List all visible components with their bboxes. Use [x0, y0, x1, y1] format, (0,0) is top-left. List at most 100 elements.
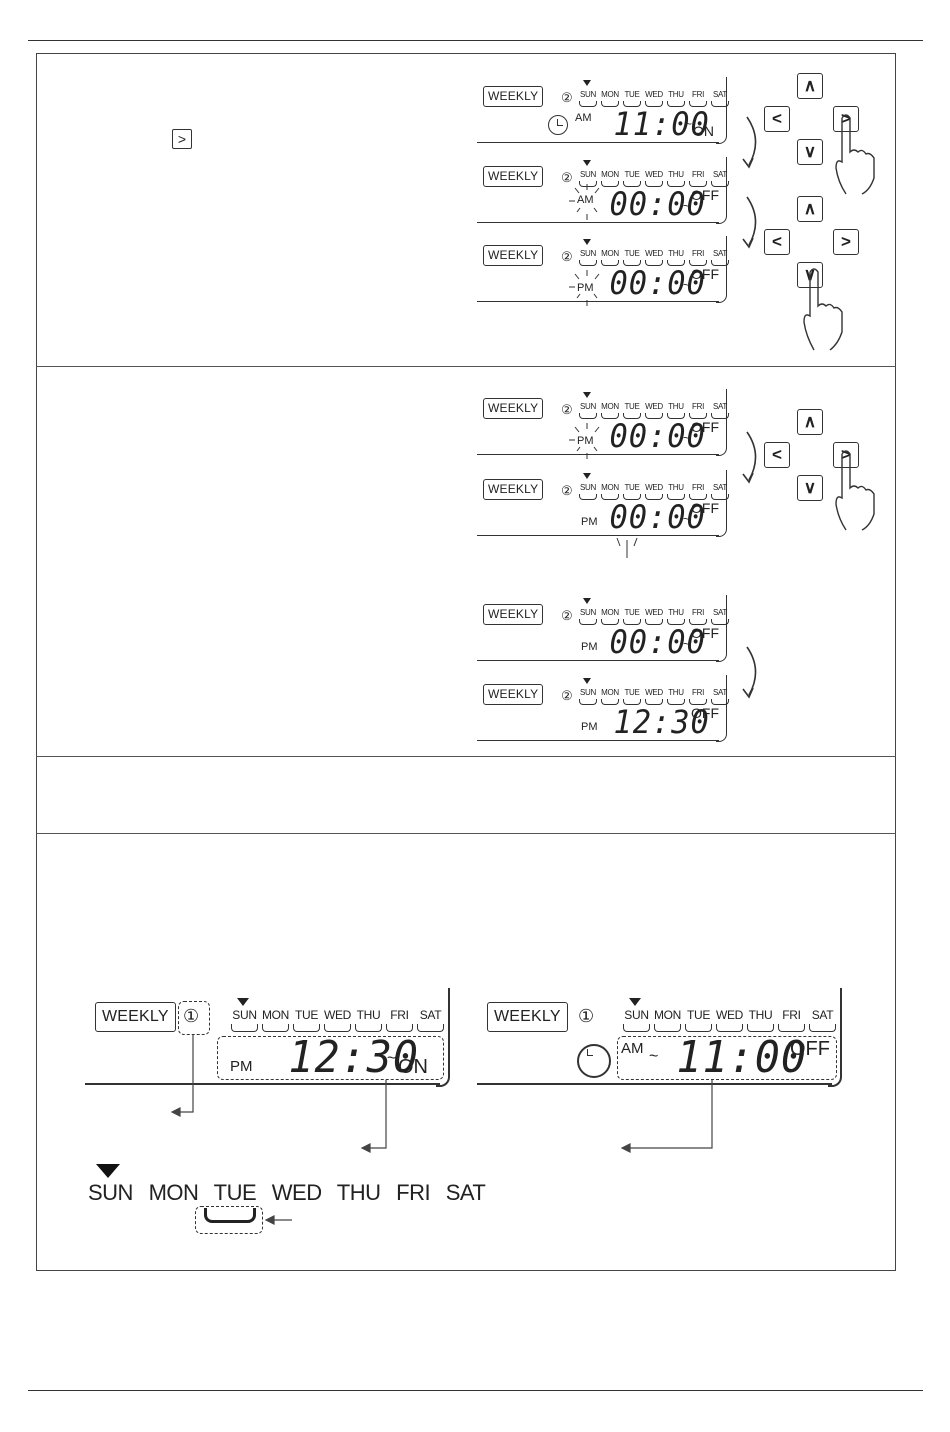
program-number: ② — [561, 90, 573, 105]
program-number: ② — [561, 249, 573, 264]
tilde-mark: ~ — [683, 199, 691, 213]
day-label: SAT — [712, 170, 728, 179]
lcd-panel-1: WEEKLY ② SUN MON TUE WED THU FRI SAT AM … — [477, 77, 729, 144]
time-display: 00:00 — [609, 264, 706, 302]
day-label: SAT — [712, 90, 728, 99]
day-label: SUN — [580, 688, 596, 697]
time-highlight — [217, 1036, 444, 1080]
on-off-indicator: OFF — [691, 187, 719, 203]
time-display: 00:00 — [609, 498, 706, 536]
program-highlight — [178, 1001, 210, 1035]
clock-icon — [577, 1044, 611, 1078]
day-label: MON — [601, 249, 619, 258]
pointing-hand-icon — [835, 450, 875, 531]
day-label: THU — [356, 1008, 381, 1022]
day-row: SUN MON TUE WED THU FRI SAT — [577, 90, 731, 107]
time-display: 11:00 — [613, 105, 710, 143]
day-label: THU — [336, 1180, 381, 1205]
day-label: MON — [601, 608, 619, 617]
weekly-label: WEEKLY — [483, 398, 544, 419]
lcd-panel-2: WEEKLY ② SUN MON TUE WED THU FRI SAT AM … — [477, 157, 729, 224]
tilde-mark: ~ — [649, 1048, 659, 1065]
day-brace-highlight — [195, 1206, 263, 1234]
on-off-indicator: OFF — [691, 419, 719, 435]
weekly-label: WEEKLY — [95, 1002, 176, 1032]
left-key: < — [764, 442, 790, 468]
ampm-indicator: AM — [621, 1040, 644, 1057]
day-label: FRI — [692, 170, 704, 179]
day-label: TUE — [294, 1008, 319, 1022]
tilde-mark: ~ — [387, 1050, 397, 1067]
pointing-hand-icon — [803, 268, 843, 351]
day-label: TUE — [624, 170, 640, 179]
right-key: > — [833, 442, 859, 468]
day-label: WED — [271, 1180, 322, 1205]
day-brace-icon — [204, 1208, 256, 1223]
ampm-indicator: PM — [581, 721, 598, 733]
right-arrow-icon: > — [841, 445, 851, 464]
day-label: SUN — [580, 170, 596, 179]
day-label: THU — [668, 90, 684, 99]
blink-indicator-icon — [616, 537, 638, 558]
left-key: < — [764, 229, 790, 255]
right-arrow-icon: > — [841, 109, 851, 128]
weekly-label: WEEKLY — [487, 1002, 568, 1032]
left-arrow-icon: < — [772, 109, 782, 128]
clock-icon — [548, 115, 568, 135]
day-row: SUN MON TUE WED THU FRI SAT — [577, 608, 731, 625]
curved-arrow-icon — [742, 196, 757, 249]
day-label: MON — [601, 402, 619, 411]
left-key: < — [764, 106, 790, 132]
day-pointer-icon — [583, 239, 591, 245]
day-label: MON — [601, 483, 619, 492]
day-label: WED — [323, 1008, 352, 1022]
day-label: FRI — [692, 608, 704, 617]
day-pointer-icon — [629, 998, 641, 1006]
on-off-indicator: ON — [693, 123, 714, 139]
up-arrow-icon: ∧ — [803, 76, 817, 95]
tilde-mark: ~ — [685, 117, 693, 131]
day-label: MON — [653, 1008, 682, 1022]
day-label: WED — [715, 1008, 744, 1022]
curved-arrow-icon — [742, 646, 757, 699]
weekly-label: WEEKLY — [483, 86, 544, 107]
big-lcd-left: WEEKLY ① SUN MON TUE WED THU FRI SAT PM … — [85, 988, 450, 1087]
tilde-mark: ~ — [683, 637, 691, 651]
day-label: MON — [148, 1180, 199, 1205]
big-lcd-right: WEEKLY ① SUN MON TUE WED THU FRI SAT AM … — [477, 988, 842, 1087]
ampm-indicator: AM — [575, 112, 592, 124]
time-display: 12:30 — [288, 1032, 420, 1083]
section-divider-3 — [36, 833, 896, 834]
weekly-label: WEEKLY — [483, 604, 544, 625]
tilde-mark: ~ — [683, 278, 691, 292]
day-label: SUN — [580, 249, 596, 258]
right-button-glyph: > — [177, 131, 187, 147]
day-label: SUN — [580, 90, 596, 99]
program-number: ② — [561, 688, 573, 703]
day-label: TUE — [624, 249, 640, 258]
day-label: THU — [668, 483, 684, 492]
right-button-icon: > — [172, 129, 192, 149]
on-off-indicator: OFF — [691, 625, 719, 641]
day-row: SUN MON TUE WED THU FRI SAT — [229, 1008, 446, 1032]
day-label: SAT — [712, 688, 728, 697]
pointing-hand-icon — [835, 114, 875, 195]
day-label: SUN — [88, 1180, 133, 1205]
program-number: ② — [561, 402, 573, 417]
on-off-indicator: OFF — [691, 705, 719, 721]
day-label: MON — [601, 170, 619, 179]
day-label: TUE — [686, 1008, 711, 1022]
down-arrow-icon: ∨ — [803, 478, 817, 497]
tilde-mark: ~ — [683, 431, 691, 445]
program-number: ② — [561, 483, 573, 498]
weekly-label: WEEKLY — [483, 166, 544, 187]
day-label: FRI — [782, 1008, 801, 1022]
blink-indicator-icon — [569, 270, 600, 306]
blink-indicator-icon — [569, 184, 600, 220]
program-number: ② — [561, 170, 573, 185]
day-pointer-icon — [237, 998, 249, 1006]
day-label: TUE — [213, 1180, 257, 1205]
blink-indicator-icon — [569, 423, 600, 459]
day-label: FRI — [692, 688, 704, 697]
day-label: THU — [668, 608, 684, 617]
